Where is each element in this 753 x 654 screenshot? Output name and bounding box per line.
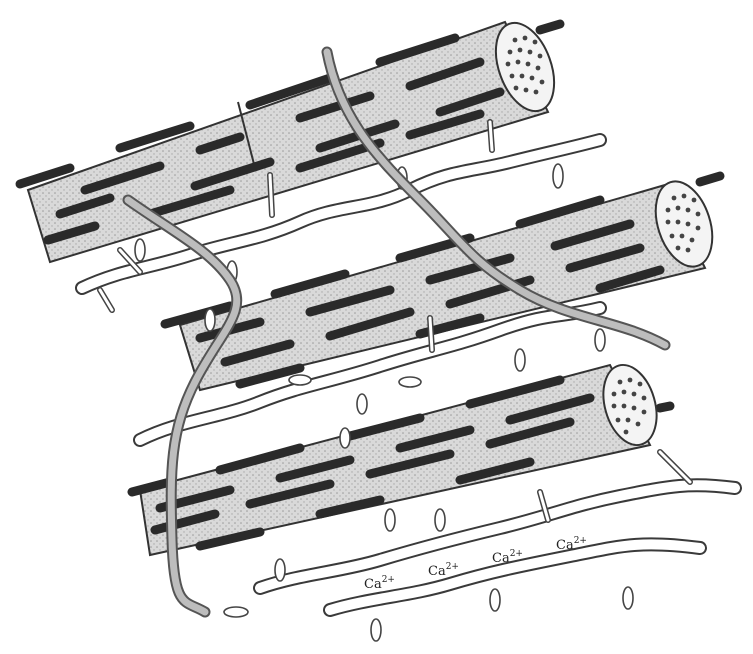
calcium-ion-label: Ca2+ <box>364 575 395 592</box>
muscle-fiber-bottom <box>132 359 670 555</box>
muscle-fiber-middle <box>165 174 722 390</box>
